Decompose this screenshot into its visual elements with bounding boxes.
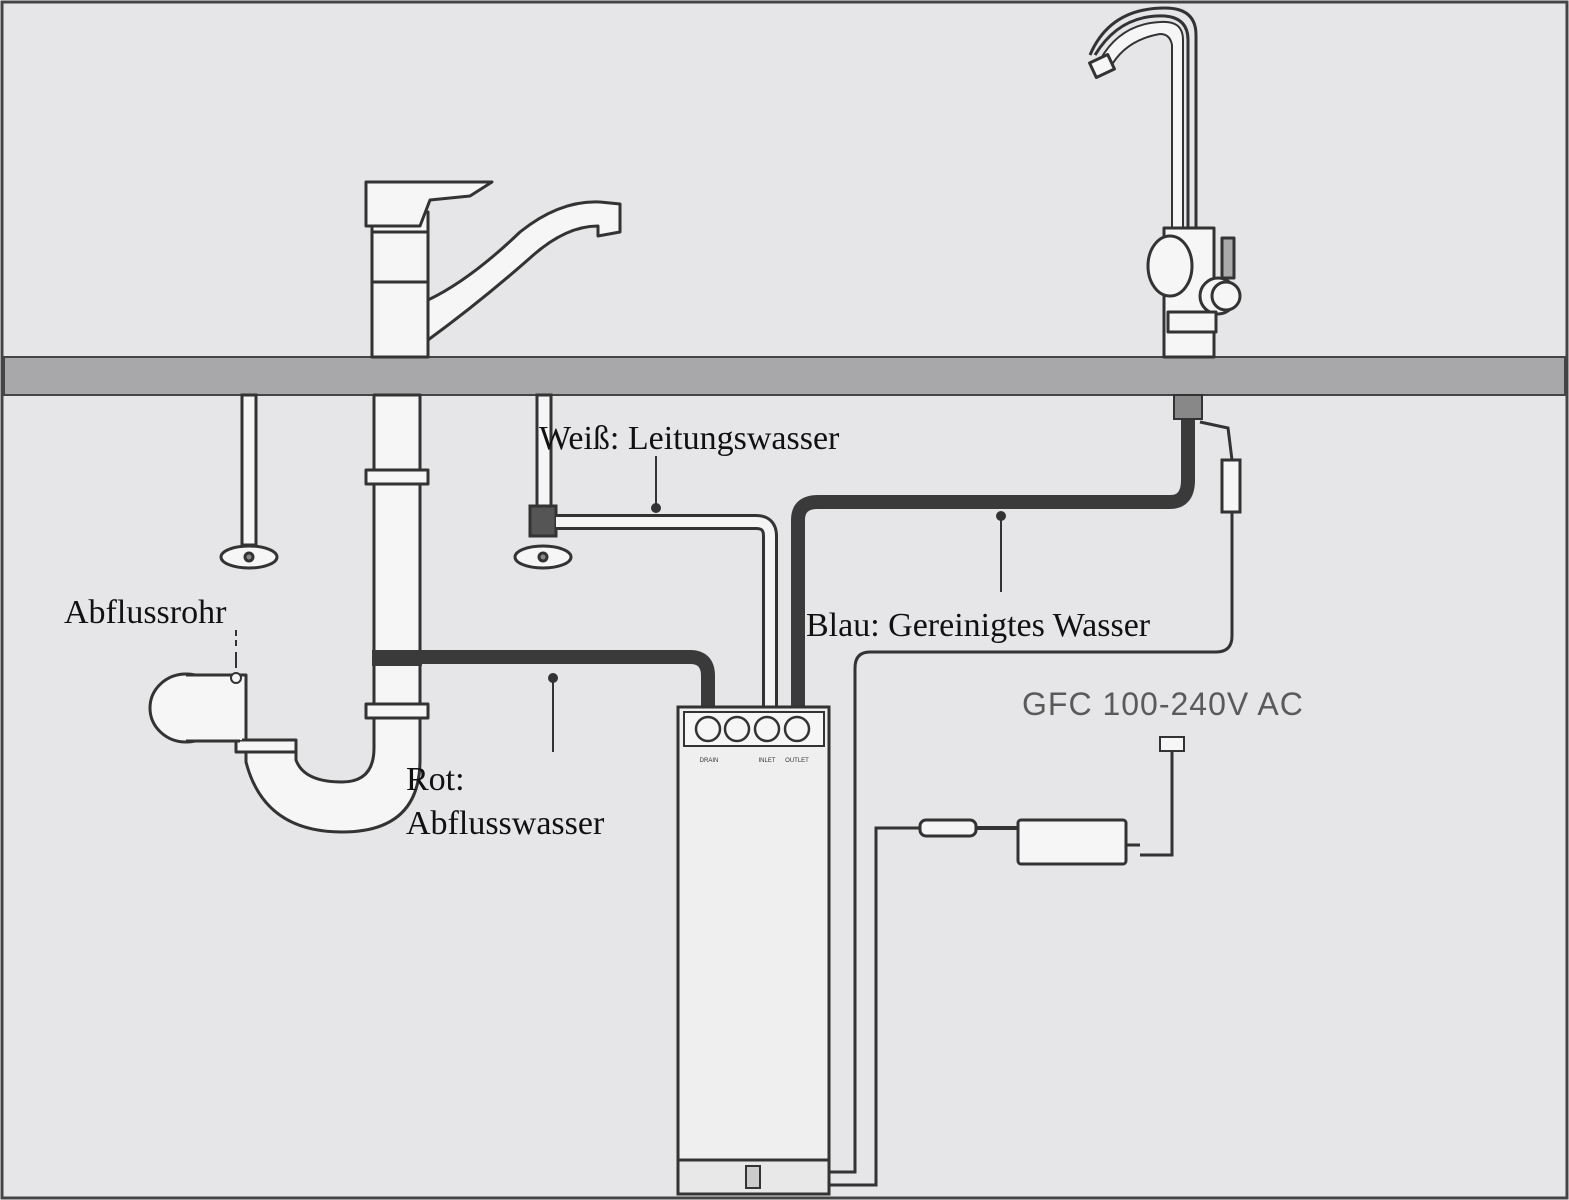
port-label-drain: DRAIN: [700, 758, 719, 764]
purified-water-label: Blau: Gereinigtes Wasser: [806, 607, 1151, 644]
port-label-inlet: INLET: [758, 758, 775, 764]
mixer-faucet: [364, 180, 622, 359]
right-angle-valve: [513, 393, 573, 570]
tap-water-label: Weiß: Leitungswasser: [539, 420, 840, 457]
drain-saddle-clamp: [372, 650, 422, 666]
faucet-connector: [1173, 394, 1203, 420]
unit-ports: [694, 715, 811, 743]
wall-socket: [1159, 736, 1185, 752]
water-purifier-unit: [676, 705, 831, 1196]
countertop: [3, 356, 1566, 396]
drain-water-line: [420, 650, 715, 722]
left-angle-valve: [219, 393, 279, 570]
drain-water-label-line1: Rot:: [406, 761, 465, 798]
power-supply-label: GFC 100-240V AC: [1022, 686, 1304, 722]
drain-pipe-label: Abflussrohr: [64, 594, 227, 631]
purified-water-line: [791, 410, 1195, 722]
port-label-outlet: OUTLET: [785, 758, 809, 764]
power-adapter: [1016, 818, 1128, 866]
faucet-sensor-wire: [1199, 420, 1234, 461]
leader-lines: [230, 456, 1006, 752]
sink-drain-trap: [148, 393, 430, 834]
drain-water-label-line2: Abflusswasser: [406, 805, 605, 842]
sensor-wire-plug: [1220, 458, 1242, 514]
power-plug-connector: [918, 818, 978, 838]
purified-water-faucet: [1088, 6, 1242, 359]
